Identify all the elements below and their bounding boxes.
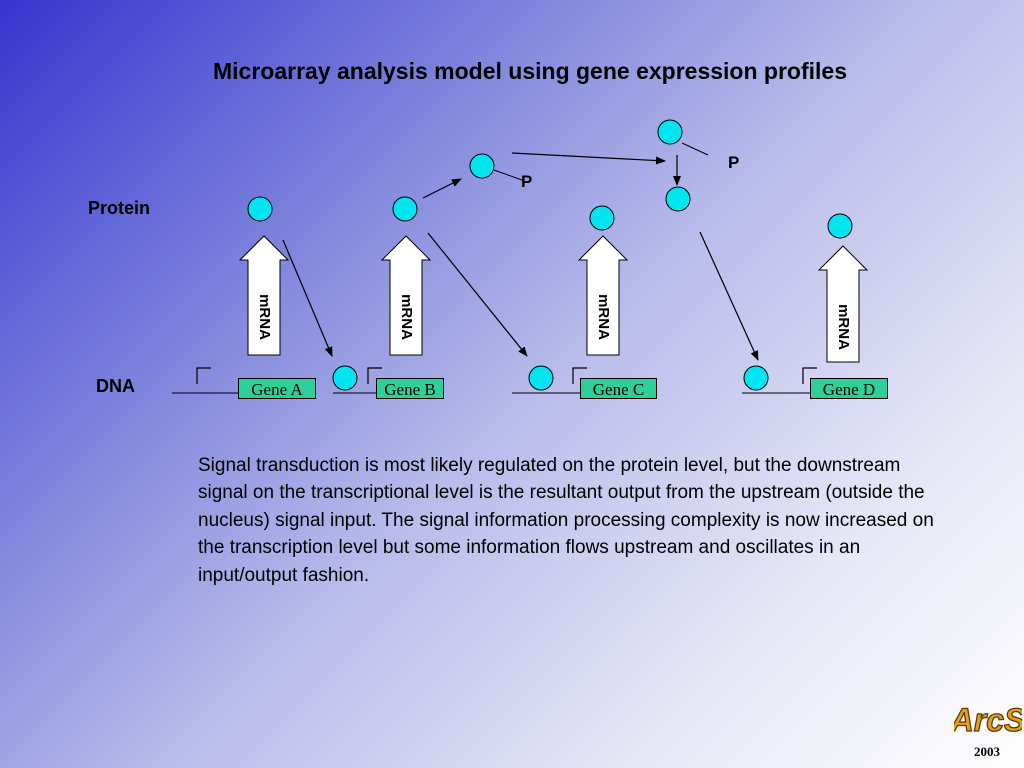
phospho-label-1: P bbox=[521, 172, 533, 191]
phospho-bond-1 bbox=[493, 169, 523, 181]
phospho-label-2: P bbox=[728, 153, 740, 172]
slide-title: Microarray analysis model using gene exp… bbox=[212, 58, 847, 84]
gene-c-box: Gene C bbox=[580, 378, 657, 399]
arrow-protein-a-to-gene-b bbox=[282, 239, 333, 357]
mrna-label-a: mRNA bbox=[256, 294, 273, 340]
bound-factor-gene-b-icon bbox=[332, 365, 358, 391]
arrow-protein-b-to-gene-c bbox=[427, 232, 528, 357]
arcs-logo-icon: ArcS bbox=[954, 701, 1022, 738]
mrna-label-b: mRNA bbox=[398, 294, 415, 340]
logo-text: ArcS bbox=[954, 702, 1022, 738]
promoter-icon-c bbox=[572, 367, 587, 384]
protein-a-icon bbox=[247, 196, 273, 222]
protein-b-icon bbox=[392, 196, 418, 222]
promoter-icon-b bbox=[367, 367, 382, 384]
arrow-kinase-to-gene-d bbox=[699, 231, 759, 361]
protein-label: Protein bbox=[88, 198, 151, 218]
bound-factor-gene-c-icon bbox=[528, 365, 554, 391]
phospho-bond-2 bbox=[681, 142, 709, 156]
promoter-icon-d bbox=[802, 367, 817, 384]
protein-b-phospho-icon bbox=[469, 153, 495, 179]
promoter-icon-a bbox=[196, 367, 211, 384]
gene-b-box: Gene B bbox=[376, 378, 444, 399]
gene-d-box: Gene D bbox=[810, 378, 888, 399]
gene-a-box: Gene A bbox=[238, 378, 316, 399]
mrna-arrow-c bbox=[577, 235, 629, 356]
year-label: 2003 bbox=[974, 744, 1000, 759]
mrna-label-c: mRNA bbox=[595, 294, 612, 340]
bound-factor-gene-d-icon bbox=[743, 365, 769, 391]
mrna-arrow-b bbox=[380, 235, 432, 356]
protein-c-icon bbox=[589, 205, 615, 231]
arrow-protein-b-activation bbox=[422, 178, 462, 199]
arrow-to-kinase bbox=[511, 152, 666, 165]
dna-label: DNA bbox=[96, 376, 135, 396]
kinase-phospho-icon bbox=[665, 186, 691, 212]
mrna-arrow-a bbox=[238, 235, 290, 356]
description-paragraph: Signal transduction is most likely regul… bbox=[198, 455, 934, 586]
mrna-arrow-d bbox=[817, 245, 869, 363]
mrna-label-d: mRNA bbox=[835, 304, 852, 350]
kinase-protein-icon bbox=[657, 119, 683, 145]
protein-d-icon bbox=[827, 213, 853, 239]
